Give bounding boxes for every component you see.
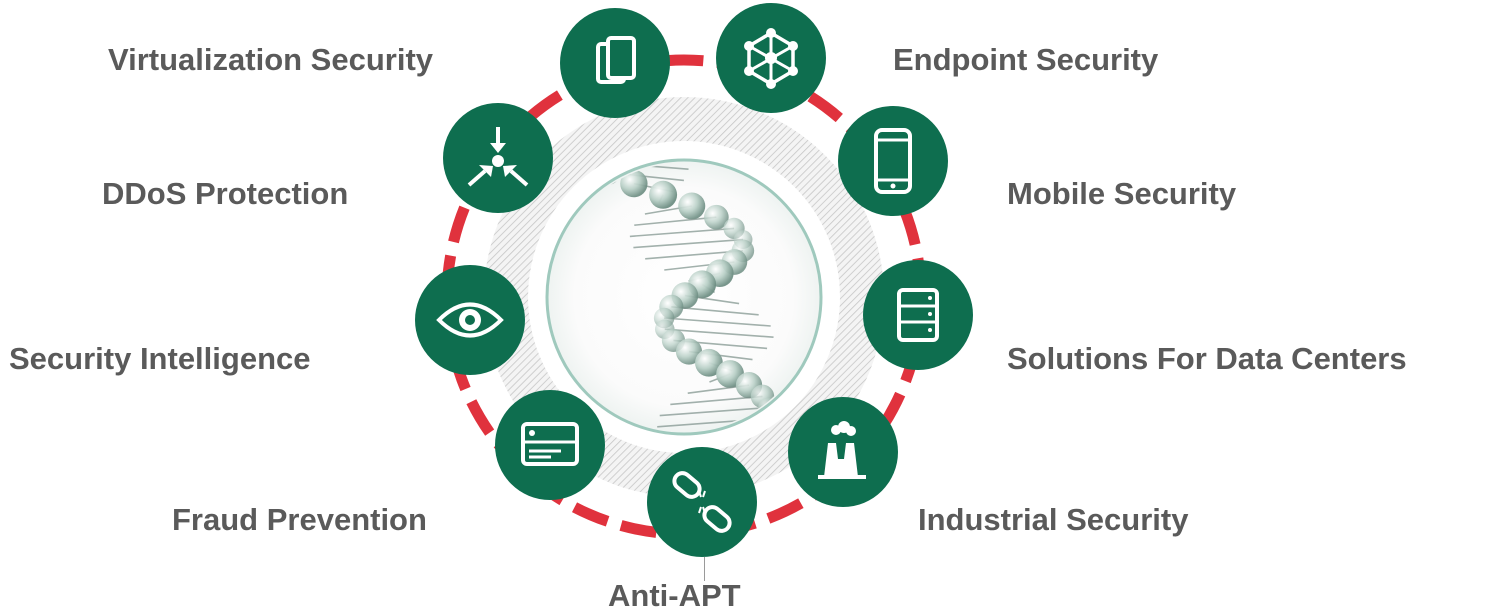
factory-icon	[818, 421, 866, 479]
anti-apt-connector	[704, 557, 705, 581]
bank-card-icon	[521, 422, 579, 466]
eye-icon	[436, 302, 504, 338]
dna-helix-image	[545, 158, 823, 436]
broken-link-icon	[672, 471, 732, 533]
ddos-node[interactable]	[443, 103, 553, 213]
smartphone-icon	[874, 128, 912, 194]
datacenters-node[interactable]	[863, 260, 973, 370]
tablets-icon	[596, 36, 636, 84]
label-ddos: DDoS Protection	[102, 176, 349, 211]
label-datacenters: Solutions For Data Centers	[1007, 341, 1407, 376]
network-nodes-icon	[744, 28, 798, 89]
industrial-node[interactable]	[788, 397, 898, 507]
antiapt-node[interactable]	[647, 447, 757, 557]
intelligence-node[interactable]	[415, 265, 525, 375]
mobile-node[interactable]	[838, 106, 948, 216]
label-industrial: Industrial Security	[918, 502, 1189, 537]
label-virtualization: Virtualization Security	[108, 42, 434, 77]
label-mobile: Mobile Security	[1007, 176, 1237, 211]
label-antiapt: Anti-APT	[608, 578, 741, 613]
fraud-node[interactable]	[495, 390, 605, 500]
server-rack-icon	[897, 288, 939, 342]
endpoint-node[interactable]	[716, 3, 826, 113]
label-fraud: Fraud Prevention	[172, 502, 427, 537]
converging-arrows-icon	[467, 127, 529, 187]
label-intelligence: Security Intelligence	[9, 341, 311, 376]
virtualization-node[interactable]	[560, 8, 670, 118]
label-endpoint: Endpoint Security	[893, 42, 1159, 77]
